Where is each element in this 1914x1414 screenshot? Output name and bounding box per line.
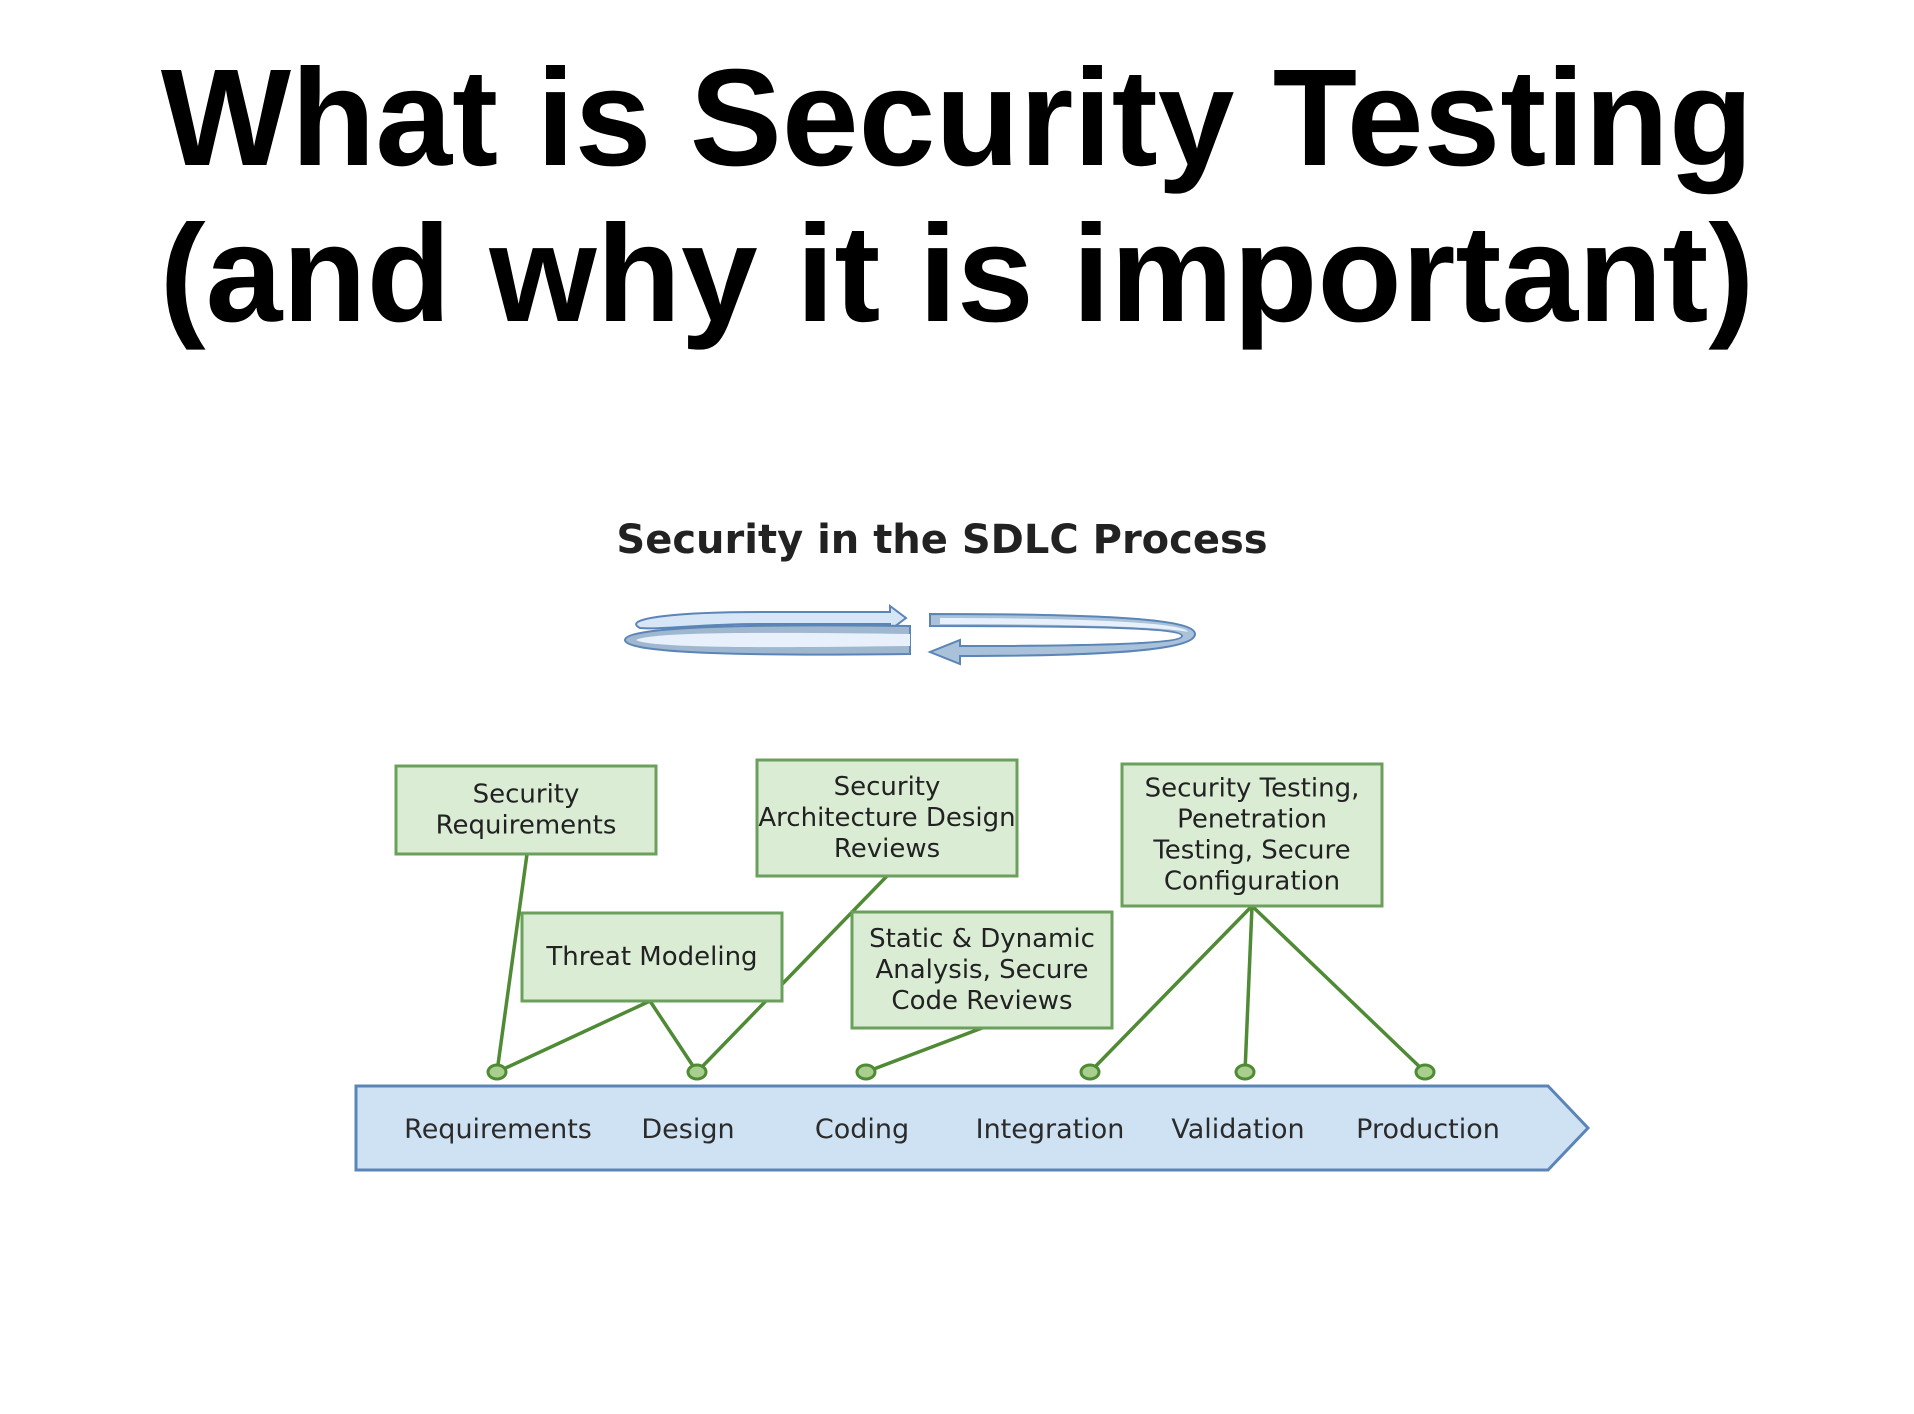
activity-box-text-line: Static & Dynamic xyxy=(869,924,1095,954)
activity-box-text-line: Code Reviews xyxy=(891,986,1072,1016)
connector-lines xyxy=(495,853,1427,1074)
connector-threat-modeling-to-design xyxy=(648,1000,699,1073)
stage-marker-production xyxy=(1414,1063,1436,1081)
activity-box-frame xyxy=(850,910,1114,1030)
activity-box-frame xyxy=(1120,762,1384,908)
activity-box-text-line: Penetration xyxy=(1177,804,1327,834)
connector-security-architecture-design-reviews-to-design xyxy=(695,874,889,1074)
stage-label-coding: Coding xyxy=(815,1114,909,1145)
stage-marker-validation xyxy=(1234,1063,1256,1081)
connector-security-testing-penetration-testing-secure-configuration-to-production xyxy=(1250,904,1427,1074)
stage-label-validation: Validation xyxy=(1171,1114,1304,1145)
phase-banner-arrow xyxy=(354,1084,1591,1172)
stage-label-production: Production xyxy=(1356,1114,1500,1145)
activity-box-text-line: Security Testing, xyxy=(1145,773,1360,803)
stage-label-requirements: Requirements xyxy=(404,1114,592,1145)
stage-markers xyxy=(486,1063,1436,1081)
stage-marker-integration xyxy=(1079,1063,1101,1081)
slide-title-line-2: (and why it is important) xyxy=(159,197,1755,351)
activity-box-text-line: Testing, Secure xyxy=(1152,835,1350,865)
diagram-title: Security in the SDLC Process xyxy=(616,517,1267,563)
stage-marker-requirements xyxy=(486,1063,508,1081)
activity-box-text-line: Threat Modeling xyxy=(545,942,757,972)
connector-threat-modeling-to-requirements xyxy=(496,999,651,1074)
activity-box-text-line: Security xyxy=(834,772,941,802)
stage-label-design: Design xyxy=(641,1114,734,1145)
sdlc-phase-banner xyxy=(354,1084,1591,1172)
connector-static-dynamic-analysis-secure-code-reviews-to-coding xyxy=(865,1026,983,1074)
stage-marker-design xyxy=(686,1063,708,1081)
activity-box-text-line: Reviews xyxy=(834,834,940,864)
activity-box-text-line: Architecture Design xyxy=(758,803,1015,833)
activity-box-text-line: Analysis, Secure xyxy=(875,955,1088,985)
activity-box-threat-modeling: Threat Modeling xyxy=(520,911,784,1003)
slide-title-line-1: What is Security Testing xyxy=(160,41,1754,195)
connector-security-testing-penetration-testing-secure-configuration-to-integration xyxy=(1088,904,1254,1074)
slide-title: What is Security Testing (and why it is … xyxy=(0,40,1914,352)
stage-label-integration: Integration xyxy=(976,1114,1125,1145)
activity-box-frame xyxy=(520,911,784,1003)
connector-security-requirements-to-requirements xyxy=(495,853,529,1073)
activity-box-text-line: Security xyxy=(473,779,580,809)
circular-arrows-icon xyxy=(623,604,1197,666)
connector-security-testing-penetration-testing-secure-configuration-to-validation xyxy=(1243,905,1254,1073)
activity-box-text-line: Requirements xyxy=(436,810,617,840)
activity-box-frame xyxy=(755,758,1019,878)
stage-labels: Requirements Design Coding Integration Valid… xyxy=(404,1114,1500,1145)
stage-marker-coding xyxy=(855,1063,877,1081)
activity-box-text-line: Configuration xyxy=(1164,866,1340,896)
activity-box-frame xyxy=(394,764,658,856)
